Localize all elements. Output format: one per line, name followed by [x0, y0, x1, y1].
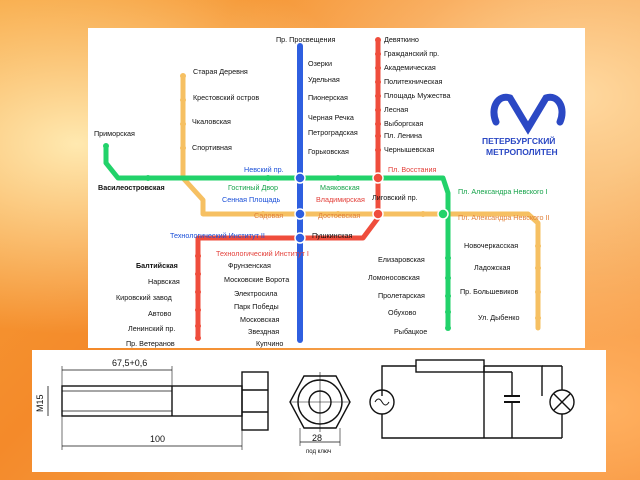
station-red-15: Кировский завод — [116, 293, 173, 302]
node-vladimirskaya — [372, 208, 384, 220]
station-blue-13: Парк Победы — [234, 302, 279, 311]
station-blue-10: Фрунзенская — [228, 261, 271, 270]
station-orange-1: Крестовский остров — [193, 93, 259, 102]
station-orange-4: Садовая — [254, 211, 283, 220]
station-blue-7: Невский пр. — [244, 165, 284, 174]
station-blue-12: Электросила — [234, 289, 277, 298]
dim-note: под ключ — [306, 449, 331, 455]
station-red-16: Автово — [148, 309, 171, 318]
station-blue-3: Пионерская — [308, 93, 348, 102]
station-blue-15: Звездная — [248, 327, 279, 336]
bolt-side-view — [47, 366, 269, 450]
station-green-5: Елизаровская — [378, 255, 425, 264]
station-green-8: Обухово — [388, 308, 416, 317]
station-blue-4: Черная Речка — [308, 113, 354, 122]
bolt-head-view — [289, 372, 351, 446]
station-blue-9: Технологический Институт II — [170, 231, 265, 240]
station-green-4: Пл. Александра Невского I — [458, 187, 548, 196]
metro-map-panel: Девяткино Гражданский пр. Академическая … — [88, 28, 585, 348]
station-blue-8: Сенная Площадь — [222, 195, 281, 204]
station-red-10: Владимирская — [316, 195, 365, 204]
metro-logo: ПЕТЕРБУРГСКИЙ МЕТРОПОЛИТЕН — [482, 93, 566, 157]
station-red-7: Пл. Ленина — [384, 131, 422, 140]
metro-logo-icon — [490, 93, 566, 135]
station-red-0: Девяткино — [384, 35, 419, 44]
transfer-nodes — [294, 172, 449, 244]
station-green-6: Ломоносовская — [368, 273, 420, 282]
station-blue-1: Озерки — [308, 59, 332, 68]
station-orange-0: Старая Деревня — [193, 67, 248, 76]
node-nevskogo — [437, 208, 449, 220]
node-tech — [294, 232, 306, 244]
station-orange-6: Лиговский пр. — [372, 193, 418, 202]
station-orange-5: Достоевская — [318, 211, 360, 220]
station-blue-16: Купчино — [256, 339, 283, 348]
station-red-4: Площадь Мужества — [384, 91, 450, 100]
station-blue-6: Горьковская — [308, 147, 349, 156]
station-orange-8: Новочеркасская — [464, 241, 518, 250]
station-green-2: Гостиный Двор — [228, 183, 278, 192]
station-orange-11: Ул. Дыбенко — [478, 313, 520, 322]
metro-map: Девяткино Гражданский пр. Академическая … — [94, 35, 566, 348]
logo-line1: ПЕТЕРБУРГСКИЙ — [482, 135, 555, 146]
technical-drawings-panel: 67,5+0,6 М15 100 28 под ключ — [32, 350, 606, 472]
dim-across: 28 — [312, 433, 322, 443]
dim-length: 100 — [150, 434, 165, 444]
station-orange-10: Пр. Большевиков — [460, 287, 518, 296]
station-blue-11: Московские Ворота — [224, 275, 289, 284]
station-red-17: Ленинский пр. — [128, 324, 175, 333]
red-dots — [195, 37, 381, 341]
station-red-2: Академическая — [384, 63, 436, 72]
station-green-3: Маяковская — [320, 183, 360, 192]
station-blue-14: Московская — [240, 315, 280, 324]
station-red-3: Политехническая — [384, 77, 442, 86]
station-green-7: Пролетарская — [378, 291, 425, 300]
station-green-1: Василеостровская — [98, 183, 165, 192]
technical-drawings: 67,5+0,6 М15 100 28 под ключ — [35, 358, 575, 455]
station-orange-3: Спортивная — [192, 143, 232, 152]
station-orange-7: Пл. Александра Невского II — [458, 213, 550, 222]
station-red-6: Выборгская — [384, 119, 423, 128]
circuit-diagram — [369, 359, 575, 439]
station-red-11: Пушкинская — [312, 231, 353, 240]
node-nevsky — [294, 172, 306, 184]
station-orange-9: Ладожская — [474, 263, 511, 272]
station-red-12: Технологический Институт I — [216, 249, 309, 258]
node-sennaya — [294, 208, 306, 220]
station-blue-5: Петроградская — [308, 128, 358, 137]
station-red-18: Пр. Ветеранов — [126, 339, 175, 348]
station-green-9: Рыбацкое — [394, 327, 427, 336]
dim-thread-length: 67,5+0,6 — [112, 358, 147, 368]
station-green-0: Приморская — [94, 129, 135, 138]
station-blue-0: Пр. Просвещения — [276, 35, 335, 44]
blue-dots — [297, 61, 303, 335]
station-orange-2: Чкаловская — [192, 117, 231, 126]
green-dots — [103, 143, 451, 331]
station-blue-2: Удельная — [308, 75, 340, 84]
node-vosstaniya — [372, 172, 384, 184]
logo-line2: МЕТРОПОЛИТЕН — [486, 147, 558, 157]
station-red-9: Пл. Восстания — [388, 165, 437, 174]
station-red-5: Лесная — [384, 105, 408, 114]
station-red-1: Гражданский пр. — [384, 49, 439, 58]
station-red-13: Балтийская — [136, 261, 178, 270]
station-red-14: Нарвская — [148, 277, 180, 286]
dim-thread: М15 — [35, 394, 45, 412]
orange-dots — [180, 73, 541, 321]
station-red-8: Чернышевская — [384, 145, 434, 154]
